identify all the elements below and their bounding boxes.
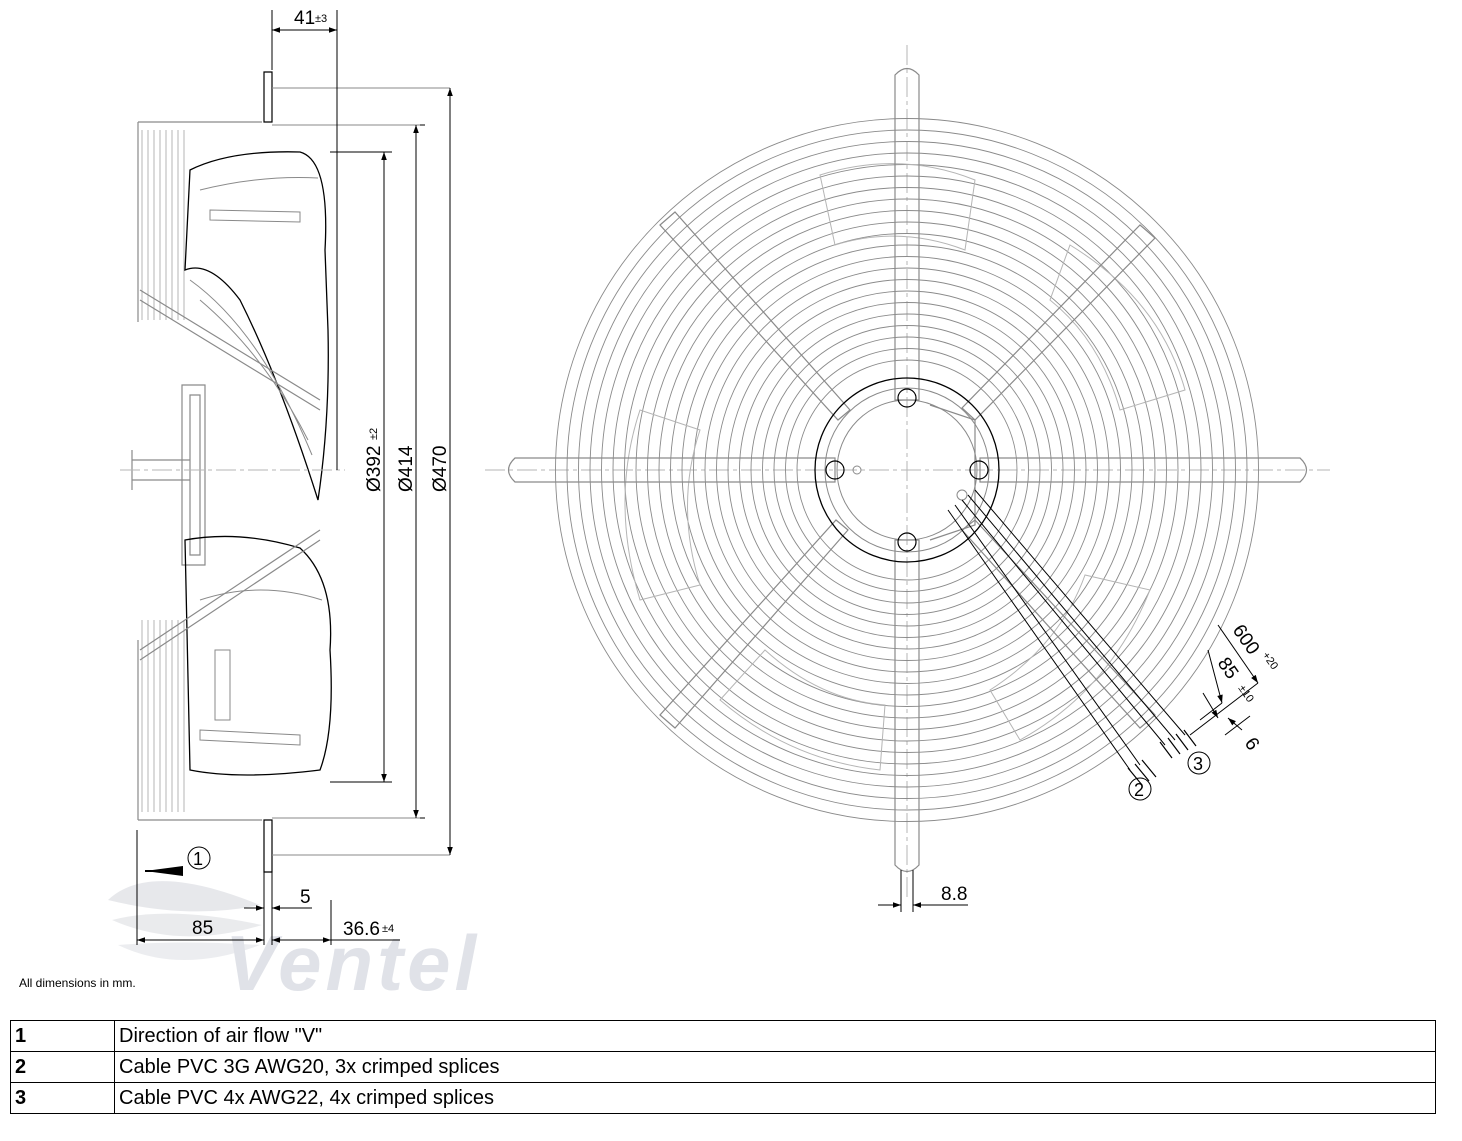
watermark-text: Ventel <box>225 919 480 1007</box>
legend-text: Direction of air flow "V" <box>114 1020 1436 1052</box>
dim-wire-end: 6 <box>1240 734 1263 755</box>
legend-table: 1 Direction of air flow "V" 2 Cable PVC … <box>10 1020 1436 1114</box>
dim-cable-length: 600 <box>1228 621 1263 659</box>
dim-guard-diameter: Ø470 <box>430 446 451 492</box>
legend-number: 2 <box>10 1051 115 1083</box>
units-note: All dimensions in mm. <box>19 976 136 990</box>
dim-flange-thickness: 5 <box>300 887 311 908</box>
legend-row: 1 Direction of air flow "V" <box>10 1020 1436 1052</box>
legend-row: 2 Cable PVC 3G AWG20, 3x crimped splices <box>10 1051 1436 1083</box>
dim-impeller-diameter-tol: ±2 <box>368 428 380 440</box>
callout-2: 2 <box>1134 780 1144 800</box>
legend-text: Cable PVC 4x AWG22, 4x crimped splices <box>114 1082 1436 1114</box>
dim-impeller-diameter: Ø392 <box>364 446 385 492</box>
technical-drawing: Ventel 41 ±3 Ø392 ±2 Ø <box>108 8 1330 1007</box>
dim-rear-depth: 36.6 <box>343 919 380 940</box>
dim-hub-offset: 41 <box>294 8 315 29</box>
dim-strut-width: 8.8 <box>941 884 967 905</box>
dim-nozzle-diameter: Ø414 <box>396 445 417 492</box>
callout-3: 3 <box>1193 754 1203 774</box>
legend-number: 1 <box>10 1020 115 1052</box>
dim-cable-length-tol: +20 <box>1260 650 1281 672</box>
front-view: 2 3 600 +20 85 ±10 6 8.8 <box>485 45 1330 912</box>
side-view: 41 ±3 Ø392 ±2 Ø414 Ø470 1 85 5 36.6 ±4 <box>120 8 453 945</box>
dim-hub-offset-tol: ±3 <box>315 13 327 25</box>
watermark-logo: Ventel <box>108 881 480 1007</box>
dim-front-depth: 85 <box>192 918 213 939</box>
dim-strip-length: 85 <box>1213 654 1242 683</box>
legend-text: Cable PVC 3G AWG20, 3x crimped splices <box>114 1051 1436 1083</box>
dim-strip-length-tol: ±10 <box>1236 683 1256 705</box>
legend-row: 3 Cable PVC 4x AWG22, 4x crimped splices <box>10 1082 1436 1114</box>
legend-number: 3 <box>10 1082 115 1114</box>
dim-rear-depth-tol: ±4 <box>382 923 394 935</box>
callout-1: 1 <box>193 849 203 869</box>
